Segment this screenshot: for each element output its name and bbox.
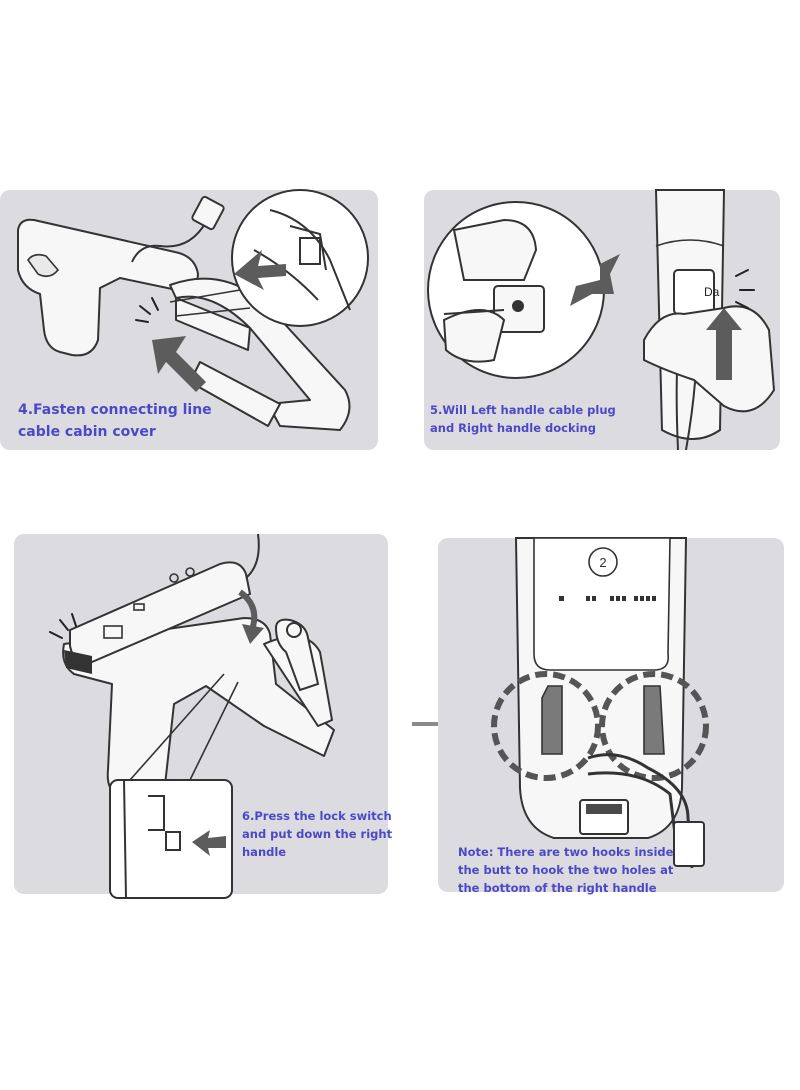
step-4-caption: 4.Fasten connecting line cable cabin cov… [18, 400, 212, 443]
step-5-line-2: and Right handle docking [430, 420, 596, 435]
plug-tag-label: Da [704, 285, 720, 299]
step-6-caption: 6.Press the lock switch and put down the… [242, 808, 392, 861]
player-number-label: 2 [599, 555, 606, 570]
note-line-1: Note: There are two hooks inside [458, 845, 674, 859]
note-panel: 2 Note: There are two hooks inside the b… [438, 537, 784, 895]
step-6-line-1: 6.Press the lock switch [242, 809, 392, 823]
note-line-2: the butt to hook the two holes at [458, 862, 674, 877]
note-caption: Note: There are two hooks inside the but… [458, 844, 673, 897]
note-line-3: the bottom of the right handle [458, 880, 657, 895]
step-6-line-2: and put down the right [242, 826, 393, 841]
step-5-panel: Da 5.Will Left handle cable plug and Rig… [424, 189, 780, 451]
step-4-panel: 4.Fasten connecting line cable cabin cov… [0, 189, 378, 450]
step-6-illustration [49, 533, 335, 899]
note-illustration: 2 [491, 537, 709, 869]
step-4-line-1: 4.Fasten connecting line [18, 402, 212, 418]
step-4-illustration [17, 189, 369, 431]
step-5-line-1: 5.Will Left handle cable plug [430, 403, 616, 417]
step-6-panel: 6.Press the lock switch and put down the… [14, 533, 392, 899]
step-5-illustration: Da [427, 189, 776, 451]
step-6-line-3: handle [242, 844, 287, 859]
step-5-caption: 5.Will Left handle cable plug and Right … [430, 402, 616, 438]
step-4-line-2: cable cabin cover [18, 423, 156, 440]
